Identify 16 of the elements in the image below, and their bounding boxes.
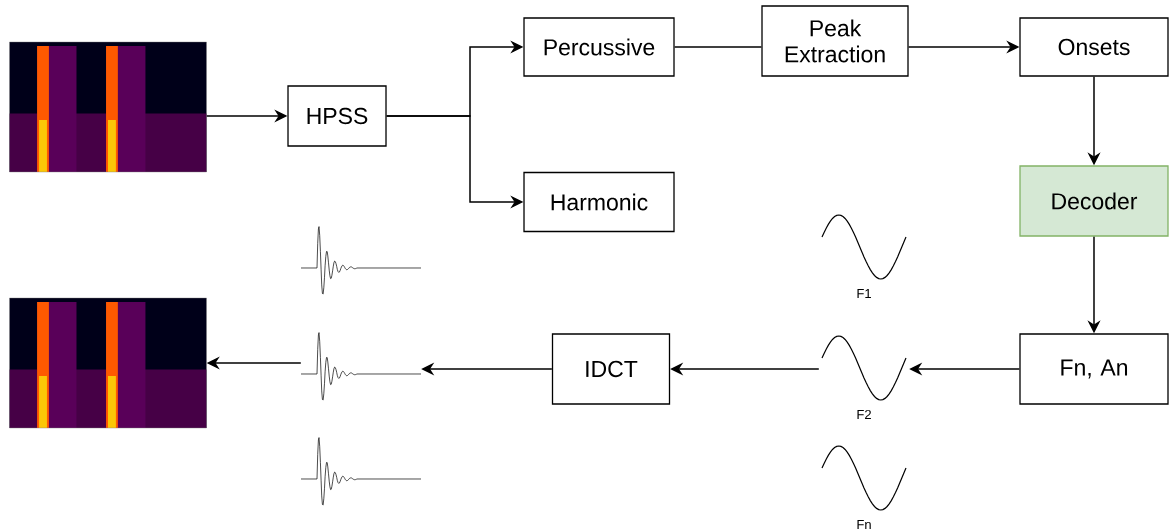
waveform-drawing <box>300 226 422 295</box>
process-box: Harmonic <box>523 171 675 233</box>
process-box: IDCT <box>551 333 671 405</box>
process-box: Onsets <box>1019 17 1169 77</box>
spectrogram-drawing <box>9 41 207 173</box>
process-box: Peak Extraction <box>761 5 909 77</box>
sine-wave-drawing: Fn <box>821 445 907 529</box>
process-box: Fn, An <box>1019 333 1169 405</box>
waveform-drawing <box>300 332 422 401</box>
waveform-drawing <box>300 437 422 506</box>
process-box: Percussive <box>523 17 675 77</box>
process-box: Decoder <box>1019 165 1169 237</box>
sine-wave-drawing: F1 <box>821 214 907 298</box>
sine-wave-drawing: F2 <box>821 335 907 419</box>
spectrogram-drawing <box>9 297 207 429</box>
process-box: HPSS <box>287 85 387 147</box>
